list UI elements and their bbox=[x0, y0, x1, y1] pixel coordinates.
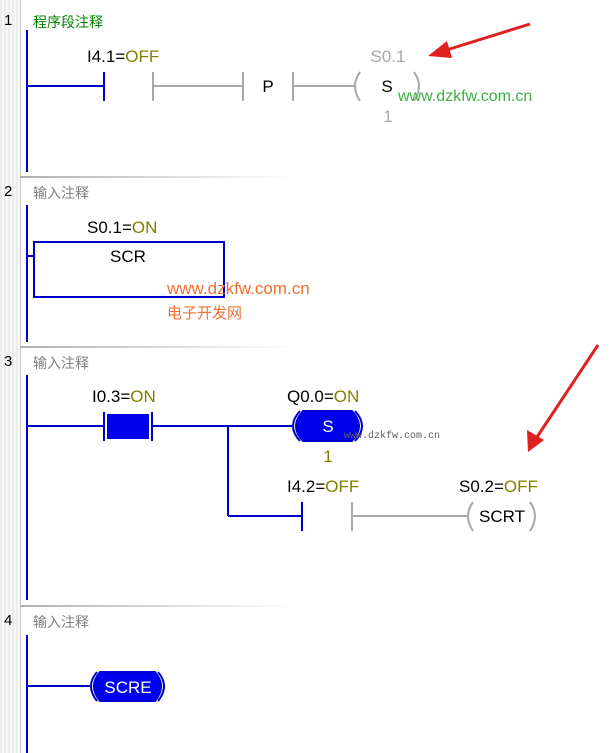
coil-s0-1-address: S0.1 bbox=[371, 47, 406, 66]
coil-q0-0-count: 1 bbox=[323, 447, 332, 466]
p-edge-label: P bbox=[262, 77, 273, 96]
coil-s0-1-op: S bbox=[381, 77, 392, 96]
contact-i4-1[interactable] bbox=[103, 72, 154, 101]
coil-scrt-address: S0.2=OFF bbox=[459, 477, 538, 496]
watermark-orange-text: 电子开发网 bbox=[167, 305, 243, 322]
network-2-number: 2 bbox=[4, 183, 13, 200]
coil-scrt[interactable] bbox=[467, 501, 536, 532]
network-4-comment[interactable]: 输入注释 bbox=[33, 614, 89, 630]
coil-scrt-op: SCRT bbox=[479, 507, 525, 526]
contact-i4-1-label: I4.1=OFF bbox=[87, 47, 159, 66]
network-3-comment[interactable]: 输入注释 bbox=[33, 355, 89, 371]
coil-q0-0-op: S bbox=[322, 417, 333, 436]
coil-scre[interactable] bbox=[90, 671, 165, 702]
network-4-number: 4 bbox=[4, 612, 13, 629]
network-separator bbox=[20, 346, 295, 348]
scr-box-address: S0.1=ON bbox=[87, 218, 157, 237]
contact-i4-2[interactable] bbox=[301, 502, 353, 531]
scr-box[interactable] bbox=[33, 241, 225, 298]
coil-q0-0[interactable] bbox=[292, 410, 363, 442]
network-gutter bbox=[0, 0, 21, 753]
contact-i0-3-label: I0.3=ON bbox=[92, 387, 156, 406]
scr-box-label: SCR bbox=[110, 247, 146, 266]
red-arrow-icon bbox=[428, 22, 531, 58]
network-3-number: 3 bbox=[4, 353, 13, 370]
coil-s0-1[interactable] bbox=[354, 71, 420, 102]
network-1-number: 1 bbox=[4, 12, 13, 29]
contact-i0-3[interactable] bbox=[103, 412, 153, 441]
contact-i4-2-label: I4.2=OFF bbox=[287, 477, 359, 496]
network-2-comment[interactable]: 输入注释 bbox=[33, 185, 89, 201]
network-separator bbox=[20, 605, 295, 607]
coil-s0-1-count: 1 bbox=[383, 107, 392, 126]
watermark-green: www.dzkfw.com.cn bbox=[398, 88, 533, 105]
network-1-comment[interactable]: 程序段注释 bbox=[33, 14, 103, 30]
red-arrow-icon bbox=[527, 344, 600, 452]
coil-q0-0-address: Q0.0=ON bbox=[287, 387, 359, 406]
coil-scre-op: SCRE bbox=[104, 678, 151, 697]
watermark-small: www.dzkfw.com.cn bbox=[344, 431, 441, 442]
network-separator bbox=[20, 176, 295, 178]
watermark-orange-url: www.dzkfw.com.cn bbox=[167, 279, 310, 298]
